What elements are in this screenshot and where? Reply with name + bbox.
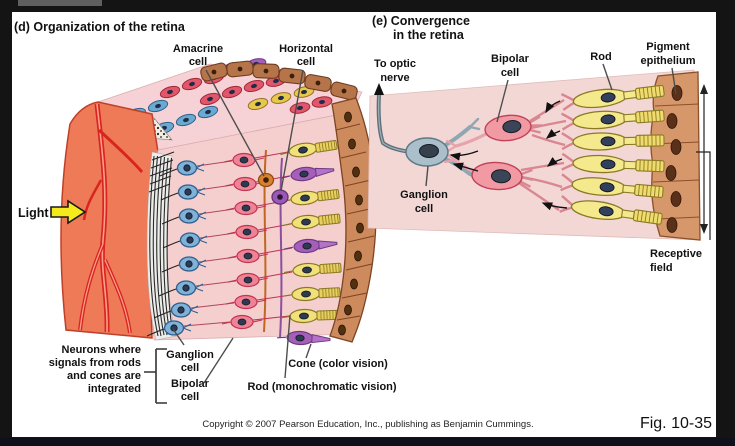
optic-nerve-label-1: To optic xyxy=(374,58,416,70)
light-label: Light xyxy=(18,206,49,220)
receptive-field-label-1: Receptive xyxy=(650,248,702,260)
amacrine-label-1: Amacrine xyxy=(173,43,223,55)
panel-e-title-2: in the retina xyxy=(393,28,465,42)
ganglion-label-d-2: cell xyxy=(181,362,199,374)
frame-bottom-bar xyxy=(0,438,735,446)
amacrine-cell-body xyxy=(257,172,275,188)
choroid-layer xyxy=(60,101,159,339)
horizontal-label-2: cell xyxy=(297,56,315,68)
blood-vessels xyxy=(78,103,144,334)
ganglion-label-e-1: Ganglion xyxy=(400,189,448,201)
footer-text: Copyright © 2007 Pearson Education, Inc.… xyxy=(202,415,712,432)
panel-d-title: (d) Organization of the retina xyxy=(14,20,186,34)
frame-gray-patch xyxy=(18,0,102,6)
integration-note-1: Neurons where xyxy=(62,344,141,356)
integration-bracket xyxy=(144,348,167,404)
amacrine-label-2: cell xyxy=(189,56,207,68)
panel-e-text: (e) Convergence in the retina To optic n… xyxy=(372,14,702,274)
ganglion-cell-e xyxy=(374,83,449,167)
horizontal-label-1: Horizontal xyxy=(279,43,333,55)
panel-d-leader-lines xyxy=(144,69,312,404)
panel-d-illustration xyxy=(50,56,377,404)
panel-e-illustration xyxy=(367,63,711,241)
signal-flow-arrows xyxy=(449,100,568,211)
optic-nerve-arrowhead xyxy=(374,83,384,95)
panel-e-title-1: (e) Convergence xyxy=(372,14,470,28)
bipolar-label-d-2: cell xyxy=(181,391,199,403)
panel-d-text: (d) Organization of the retina Amacrine … xyxy=(14,20,397,403)
copyright-line: Copyright © 2007 Pearson Education, Inc.… xyxy=(202,419,533,430)
integration-note-4: integrated xyxy=(88,383,141,395)
pigment-label-2: epithelium xyxy=(640,55,695,67)
receptive-field-indicator xyxy=(696,84,711,240)
bipolar-label-e-1: Bipolar xyxy=(491,53,530,65)
bipolar-label-e-2: cell xyxy=(501,67,519,79)
bipolar-cell-2 xyxy=(471,161,534,191)
rod-label-e: Rod xyxy=(590,51,611,63)
light-arrow-icon xyxy=(50,199,87,225)
horizontal-cell-body xyxy=(271,189,289,205)
pigment-label-1: Pigment xyxy=(646,41,690,53)
amacrine-process xyxy=(263,149,267,333)
figure-number: Fig. 10-35 xyxy=(640,415,712,432)
receptive-field-label-2: field xyxy=(650,262,673,274)
cone-label: Cone (color vision) xyxy=(288,358,388,370)
panel-e-leader-lines xyxy=(425,63,677,187)
rod-label-d: Rod (monochromatic vision) xyxy=(247,381,396,393)
nerve-fiber-layer xyxy=(146,151,177,341)
optic-nerve-label-2: nerve xyxy=(380,72,409,84)
ganglion-label-d-1: Ganglion xyxy=(166,349,214,361)
ganglion-label-e-2: cell xyxy=(415,203,433,215)
integration-note-3: and cones are xyxy=(67,370,141,382)
bipolar-label-d-1: Bipolar xyxy=(171,378,210,390)
integration-note-2: signals from rods xyxy=(49,357,141,369)
